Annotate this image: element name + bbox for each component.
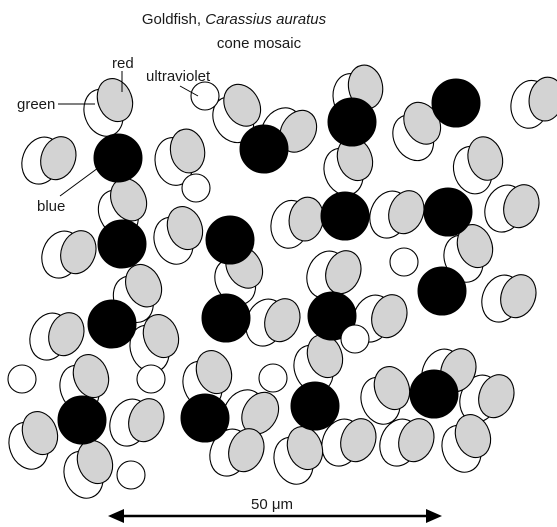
blue-cone (418, 267, 466, 315)
scale-bar-unit: μm (272, 496, 293, 513)
ultraviolet-cone (191, 82, 219, 110)
blue-cone (206, 216, 254, 264)
label-ultraviolet: ultraviolet (146, 68, 211, 85)
ultraviolet-cone (8, 365, 36, 393)
blue-cone (240, 125, 288, 173)
blue-cone (291, 382, 339, 430)
double-cone (363, 180, 429, 248)
ultraviolet-cone (390, 248, 418, 276)
blue-cone (328, 98, 376, 146)
double-cone (475, 264, 541, 332)
double-cone (145, 202, 211, 270)
figure-title: Goldfish, Carassius auratus (142, 11, 327, 28)
blue-cone (202, 294, 250, 342)
scale-bar-left-arrowhead (108, 509, 124, 523)
ultraviolet-cone (259, 364, 287, 392)
double-cone (265, 422, 331, 490)
blue-cone (410, 370, 458, 418)
double-cone (507, 72, 557, 134)
label-red: red (112, 55, 134, 72)
blue-cone (98, 220, 146, 268)
double-cone (35, 220, 101, 288)
blue-cone (58, 396, 106, 444)
ultraviolet-cone (341, 325, 369, 353)
scale-bar-value: 50 (251, 496, 268, 513)
double-cone (103, 388, 169, 456)
blue-cone (432, 79, 480, 127)
ultraviolet-cone (182, 174, 210, 202)
blue-cone (424, 188, 472, 236)
title-species: Carassius auratus (205, 11, 326, 28)
ultraviolet-cone (137, 365, 165, 393)
double-cone (0, 407, 66, 475)
ultraviolet-cone (117, 461, 145, 489)
figure-subtitle: cone mosaic (217, 35, 302, 52)
label-green: green (17, 96, 55, 113)
scale-bar: 50 μm (108, 496, 442, 523)
blue-cone (88, 300, 136, 348)
double-cone (15, 126, 81, 194)
double-cone (267, 192, 327, 254)
blue-cone (181, 394, 229, 442)
cone-mosaic (0, 62, 557, 503)
blue-cone (321, 192, 369, 240)
scale-bar-right-arrowhead (426, 509, 442, 523)
scale-bar-label: 50 μm (251, 496, 293, 513)
double-cone (433, 410, 499, 478)
double-cone (75, 74, 141, 142)
title-prefix: Goldfish, (142, 11, 205, 28)
blue-cone (94, 134, 142, 182)
label-blue: blue (37, 198, 65, 215)
double-cone (55, 436, 121, 504)
